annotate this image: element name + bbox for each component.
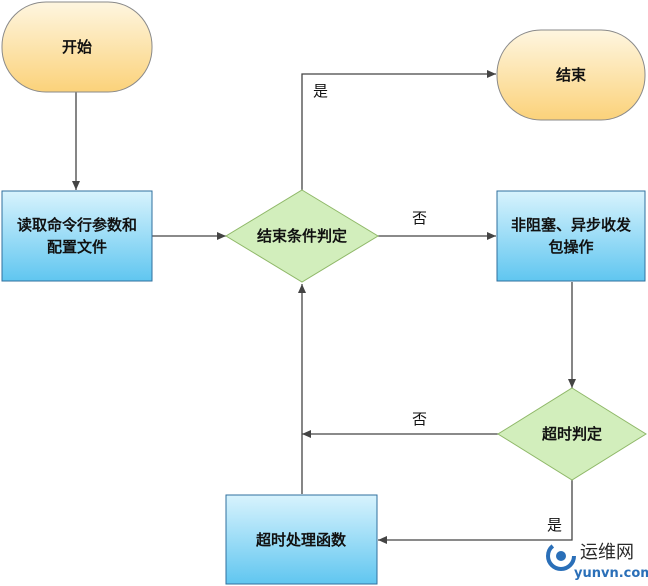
label-cond-no: 否 xyxy=(412,209,427,227)
end-condition-label: 结束条件判定 xyxy=(257,227,347,245)
async-io-line2: 包操作 xyxy=(548,238,593,256)
node-timeout-check: 超时判定 xyxy=(497,387,647,481)
node-start: 开始 xyxy=(1,1,153,93)
watermark-logo: 运维网 yunvn.com xyxy=(546,541,648,581)
node-end: 结束 xyxy=(496,29,646,121)
node-async-io: 非阻塞、异步收发 包操作 xyxy=(496,190,646,282)
watermark-en: yunvn.com xyxy=(574,566,648,581)
label-timeout-yes: 是 xyxy=(547,516,562,534)
node-timeout-handler: 超时处理函数 xyxy=(225,494,378,585)
connectors xyxy=(72,70,576,544)
node-read-args: 读取命令行参数和 配置文件 xyxy=(1,190,153,282)
watermark-swirl-icon xyxy=(546,541,576,571)
read-args-line2: 配置文件 xyxy=(47,238,107,256)
end-label: 结束 xyxy=(556,66,587,84)
edge-cond-yes-to-end xyxy=(301,70,496,190)
timeout-handler-label: 超时处理函数 xyxy=(255,531,347,549)
read-args-line1: 读取命令行参数和 xyxy=(17,216,137,234)
start-label: 开始 xyxy=(62,38,92,56)
label-cond-yes: 是 xyxy=(313,82,328,100)
timeout-check-label: 超时判定 xyxy=(541,425,602,443)
edge-timeout-yes-to-handler xyxy=(378,480,573,544)
watermark-cn: 运维网 xyxy=(580,542,634,563)
label-timeout-no: 否 xyxy=(412,410,427,428)
async-io-line1: 非阻塞、异步收发 xyxy=(511,216,632,234)
node-end-condition: 结束条件判定 xyxy=(225,189,379,283)
